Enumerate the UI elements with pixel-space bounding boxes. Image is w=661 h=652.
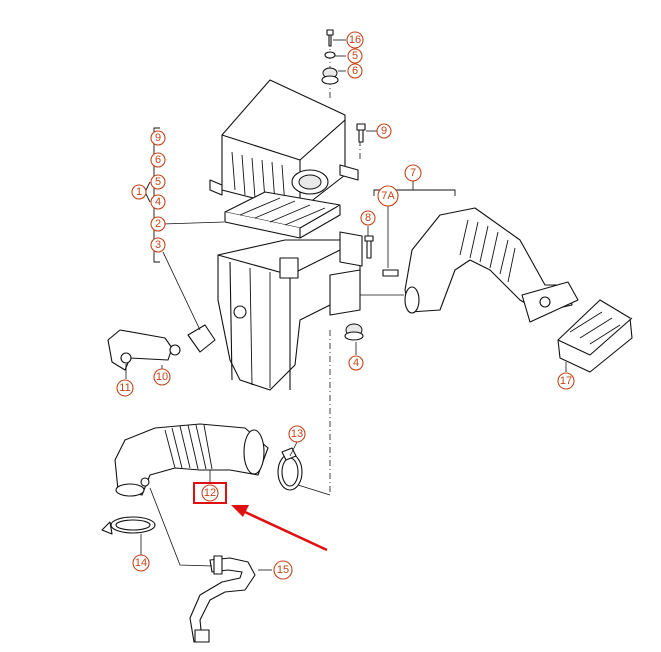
svg-text:16: 16 <box>349 34 361 46</box>
screw-part-9 <box>356 123 366 143</box>
svg-text:1: 1 <box>136 186 142 198</box>
washer-part-5 <box>324 51 336 59</box>
callout-11[interactable]: 11 <box>116 379 134 397</box>
grommet-part-6 <box>321 67 339 85</box>
callout-9-list[interactable]: 9 <box>150 130 166 146</box>
callout-4-list[interactable]: 4 <box>150 194 166 210</box>
svg-text:9: 9 <box>155 132 161 144</box>
air-filter-lid <box>209 79 359 211</box>
svg-text:6: 6 <box>155 154 161 166</box>
callout-17[interactable]: 17 <box>557 372 575 390</box>
svg-text:9: 9 <box>381 125 387 137</box>
air-filter-housing-lower <box>217 231 363 391</box>
svg-text:5: 5 <box>352 50 358 62</box>
bolt-part-16 <box>326 29 334 47</box>
callout-3[interactable]: 3 <box>150 237 166 253</box>
clip-part-7a <box>382 269 399 277</box>
callout-9-screw[interactable]: 9 <box>376 123 392 139</box>
red-arrow-pointer <box>231 505 328 552</box>
svg-text:14: 14 <box>135 557 147 569</box>
bracket-part-10 <box>107 324 216 371</box>
filter-element-part-2 <box>224 191 341 239</box>
nut-part-11 <box>120 352 132 364</box>
breather-hose-part-15 <box>189 555 256 643</box>
svg-text:2: 2 <box>155 218 161 230</box>
callout-8[interactable]: 8 <box>360 210 376 226</box>
svg-text:10: 10 <box>156 371 168 383</box>
callout-10[interactable]: 10 <box>153 368 171 386</box>
screw-part-8 <box>364 235 374 259</box>
svg-text:7: 7 <box>410 167 416 179</box>
svg-text:15: 15 <box>277 564 289 576</box>
svg-text:11: 11 <box>119 382 130 394</box>
svg-text:17: 17 <box>560 375 572 387</box>
hose-clamp-part-14 <box>101 516 156 535</box>
svg-text:5: 5 <box>155 176 161 188</box>
svg-text:4: 4 <box>353 357 359 369</box>
leader-15 <box>149 487 213 567</box>
list-bracket <box>153 127 160 263</box>
callout-15[interactable]: 15 <box>273 560 293 580</box>
air-guide-part-17 <box>557 299 633 373</box>
intake-duct-part-7 <box>404 207 579 323</box>
highlight-box-12 <box>193 482 227 504</box>
hose-clamp-part-13 <box>277 447 303 491</box>
callout-7[interactable]: 7 <box>404 164 422 182</box>
svg-text:3: 3 <box>155 239 161 251</box>
callout-13[interactable]: 13 <box>288 425 306 443</box>
callout-12[interactable]: 12 <box>201 484 219 502</box>
svg-text:12: 12 <box>204 487 216 499</box>
callout-14[interactable]: 14 <box>132 554 150 572</box>
svg-text:6: 6 <box>352 65 358 77</box>
callout-6-top[interactable]: 6 <box>347 63 363 79</box>
callout-4-grommet[interactable]: 4 <box>348 355 364 371</box>
callout-5-list[interactable]: 5 <box>150 174 166 190</box>
leader-2 <box>162 221 225 225</box>
svg-text:7A: 7A <box>381 190 395 202</box>
svg-text:8: 8 <box>365 212 371 224</box>
svg-text:4: 4 <box>155 196 161 208</box>
leader-3 <box>162 251 201 331</box>
callout-7a[interactable]: 7A <box>377 185 399 207</box>
leader-13 <box>289 441 298 457</box>
callout-5-top[interactable]: 5 <box>347 48 363 64</box>
svg-text:13: 13 <box>291 428 303 440</box>
callout-6-list[interactable]: 6 <box>150 152 166 168</box>
callout-16[interactable]: 16 <box>346 31 364 49</box>
leader-13-b <box>297 484 331 496</box>
callout-1[interactable]: 1 <box>131 184 147 200</box>
duct-7-bracket <box>373 189 456 196</box>
intake-hose-part-12 <box>114 423 269 497</box>
grommet-part-4 <box>344 323 364 341</box>
callout-2[interactable]: 2 <box>150 216 166 232</box>
